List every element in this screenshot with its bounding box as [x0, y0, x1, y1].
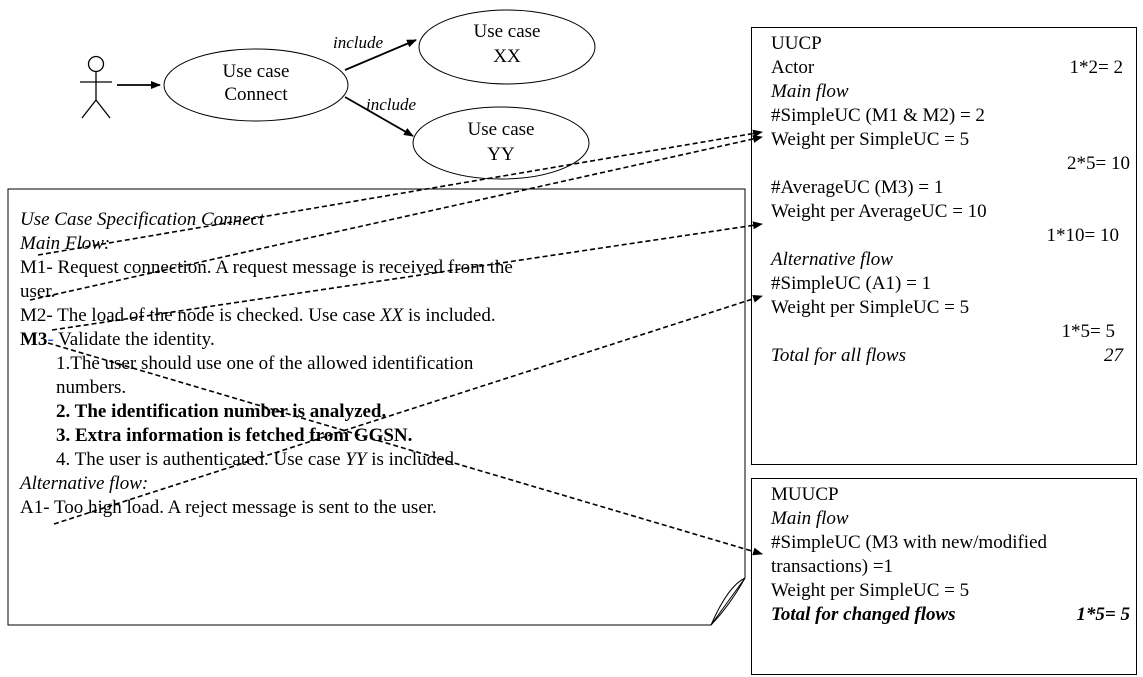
uucp-alternative-flow: Alternative flow — [771, 249, 893, 270]
uucp-total-value: 27 — [1104, 345, 1123, 366]
include-label-yy: include — [366, 95, 417, 114]
substep-3: 3. Extra information is fetched from GGS… — [56, 425, 413, 446]
document-fold-icon — [710, 577, 746, 626]
alternative-flow-heading: Alternative flow: — [20, 473, 149, 494]
muucp-weight: Weight per SimpleUC = 5 — [771, 580, 970, 601]
uucp-title: UUCP — [771, 33, 822, 54]
use-case-xx-ellipse — [418, 9, 596, 85]
muucp-count: #SimpleUC (M3 with new/modified — [771, 532, 1048, 553]
muucp-count-continued: transactions) =1 — [771, 556, 894, 577]
substep-1: 1.The user should use one of the allowed… — [56, 353, 474, 374]
uucp-total-label: Total for all flows — [771, 345, 906, 366]
uucp-simple-count: #SimpleUC (M1 & M2) = 2 — [771, 105, 985, 126]
step-m1: M1- Request connection. A request messag… — [20, 257, 513, 278]
uucp-alt-calc: 1*5= 5 — [1061, 321, 1115, 342]
spec-title: Use Case Specification Connect — [20, 209, 265, 230]
include-arrow-xx — [344, 39, 417, 71]
substep-4: 4. The user is authenticated. Use case Y… — [56, 449, 455, 470]
substep-2: 2. The identification number is analyzed… — [56, 401, 387, 422]
uucp-main-flow: Main flow — [771, 81, 849, 102]
step-a1: A1- Too high load. A reject message is s… — [20, 497, 437, 518]
muucp-main-flow: Main flow — [771, 508, 849, 529]
use-case-yy-label: Use case YY — [467, 119, 535, 165]
include-arrow-yy — [344, 96, 414, 137]
uucp-actor-value: 1*2= 2 — [1069, 57, 1123, 78]
step-m1-continued: user. — [20, 281, 56, 302]
include-label-xx: include — [333, 33, 384, 52]
uucp-average-count: #AverageUC (M3) = 1 — [771, 177, 944, 198]
muucp-total-value: 1*5= 5 — [1076, 604, 1130, 625]
use-case-connect-label: Use case Connect — [222, 61, 290, 105]
substep-1-continued: numbers. — [56, 377, 127, 398]
use-case-connect-ellipse — [163, 48, 349, 122]
step-m2: M2- The load of the node is checked. Use… — [20, 305, 496, 326]
uucp-average-calc: 1*10= 10 — [1046, 225, 1119, 246]
uucp-box — [751, 27, 1137, 465]
actor-icon — [80, 55, 112, 119]
uucp-average-weight: Weight per AverageUC = 10 — [771, 201, 987, 222]
uucp-alt-weight: Weight per SimpleUC = 5 — [771, 297, 970, 318]
muucp-box — [751, 478, 1137, 675]
use-case-xx-label: Use case XX — [473, 21, 541, 67]
uucp-alt-count: #SimpleUC (A1) = 1 — [771, 273, 932, 294]
uucp-actor-label: Actor — [771, 57, 815, 78]
uucp-simple-weight: Weight per SimpleUC = 5 — [771, 129, 970, 150]
main-flow-heading: Main Flow: — [20, 233, 111, 254]
muucp-title: MUUCP — [771, 484, 839, 505]
step-m3: M3- Validate the identity. — [20, 329, 215, 350]
muucp-total-label: Total for changed flows — [771, 604, 956, 625]
uucp-simple-calc: 2*5= 10 — [1067, 153, 1130, 174]
